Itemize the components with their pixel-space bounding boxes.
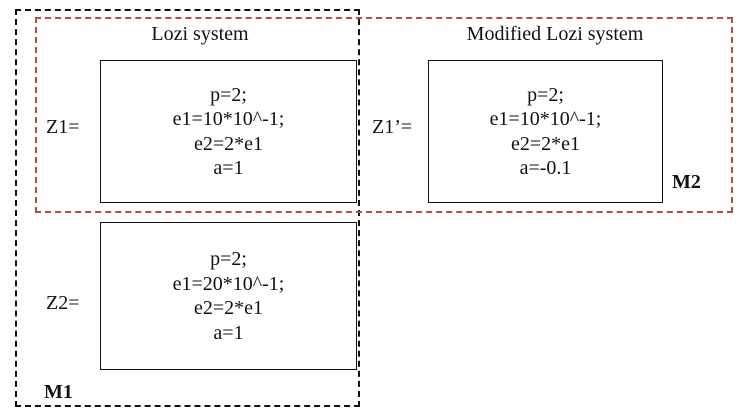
z2-param-line: a=1 <box>213 321 244 344</box>
z1-prime-param-line: a=-0.1 <box>519 157 572 179</box>
z2-param-line: e1=20*10^-1; <box>172 272 285 295</box>
z2-param-line: p=2; <box>210 248 247 270</box>
z1-prime-param-line: e2=2*e1 <box>510 132 581 155</box>
z1-parameter-box: p=2; e1=10*10^-1; e2=2*e1 a=1 <box>100 60 357 203</box>
lozi-system-title: Lozi system <box>151 23 249 45</box>
z1-prime-parameter-box: p=2; e1=10*10^-1; e2=2*e1 a=-0.1 <box>428 60 663 203</box>
z1-param-line: p=2; <box>210 83 247 106</box>
z1-param-line: a=1 <box>213 157 244 179</box>
z1-label: Z1= <box>46 116 80 138</box>
m1-group-label: M1 <box>44 381 73 403</box>
m2-group-frame <box>35 17 733 213</box>
modified-lozi-system-title: Modified Lozi system <box>466 23 644 45</box>
z1-param-line: e1=10*10^-1; <box>172 108 285 130</box>
z2-label: Z2= <box>46 292 80 314</box>
z1-param-line: e2=2*e1 <box>193 132 264 155</box>
z2-param-line: e2=2*e1 <box>193 297 264 319</box>
z1-prime-param-line: e1=10*10^-1; <box>489 108 602 130</box>
m2-group-label: M2 <box>672 171 701 193</box>
z1-prime-label: Z1’= <box>372 116 413 138</box>
z1-prime-param-line: p=2; <box>527 83 564 106</box>
m1-group-frame <box>15 9 360 407</box>
z2-parameter-box: p=2; e1=20*10^-1; e2=2*e1 a=1 <box>100 222 357 370</box>
